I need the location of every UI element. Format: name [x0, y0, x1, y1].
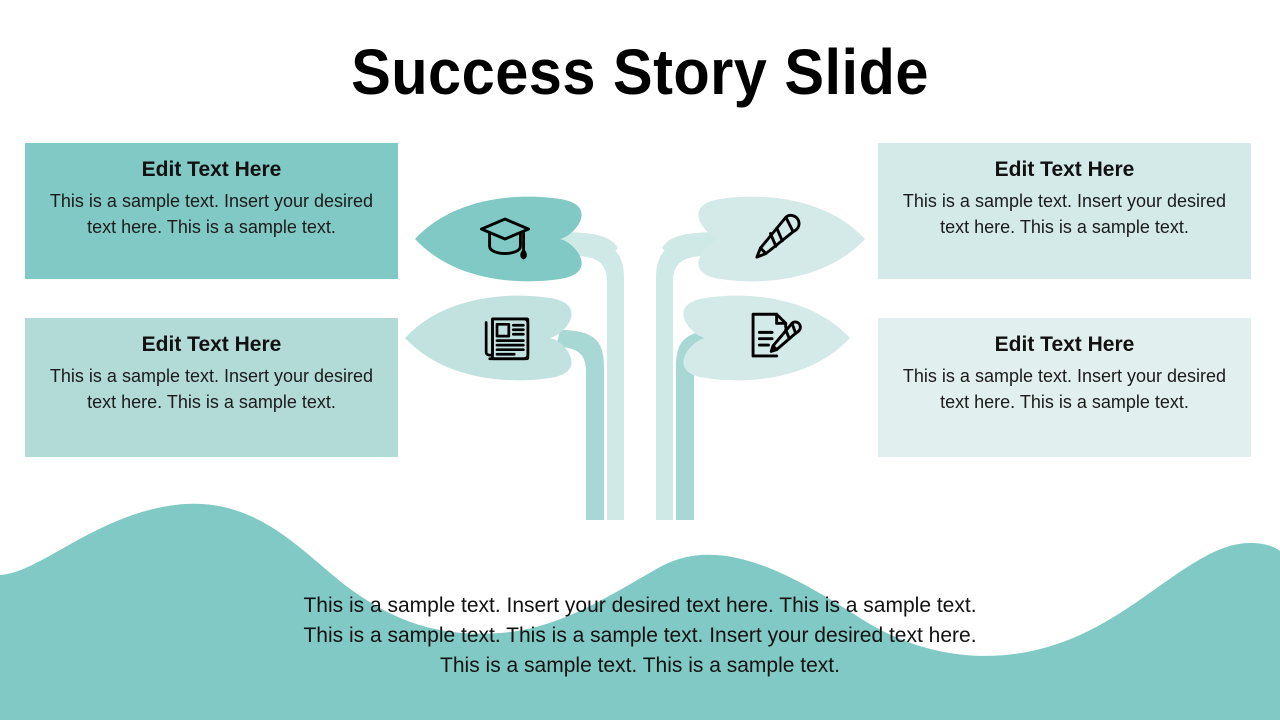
stem-connector-top-right	[662, 232, 720, 262]
info-box-title: Edit Text Here	[141, 333, 282, 356]
footer-line-2: This is a sample text. This is a sample …	[303, 623, 977, 647]
pencil-icon	[746, 210, 804, 268]
info-box-body: This is a sample text. Insert your desir…	[902, 366, 1227, 412]
newspaper-icon	[478, 308, 536, 366]
ground-shape	[0, 503, 1280, 720]
info-box-body: This is a sample text. Insert your desir…	[902, 191, 1227, 237]
info-box-title: Edit Text Here	[994, 333, 1135, 356]
document-pencil-icon	[744, 307, 802, 365]
info-box-top-left[interactable]: Edit Text Here This is a sample text. In…	[25, 143, 398, 279]
page-title: Success Story Slide	[351, 36, 929, 108]
info-box-body: This is a sample text. Insert your desir…	[49, 366, 374, 412]
info-box-title: Edit Text Here	[994, 158, 1135, 181]
stem-connector-top-left	[560, 232, 618, 262]
graduation-cap-icon	[476, 210, 534, 268]
footer-line-1: This is a sample text. Insert your desir…	[303, 594, 977, 617]
ground-wave	[0, 503, 1280, 720]
info-box-bottom-left[interactable]: Edit Text Here This is a sample text. In…	[25, 318, 398, 457]
footer-paragraph: This is a sample text. Insert your desir…	[190, 591, 1090, 680]
footer-line-3: This is a sample text. This is a sample …	[440, 653, 840, 677]
info-box-top-right[interactable]: Edit Text Here This is a sample text. In…	[878, 143, 1251, 279]
info-box-title: Edit Text Here	[141, 158, 282, 181]
info-box-body: This is a sample text. Insert your desir…	[49, 191, 374, 237]
info-box-bottom-right[interactable]: Edit Text Here This is a sample text. In…	[878, 318, 1251, 457]
